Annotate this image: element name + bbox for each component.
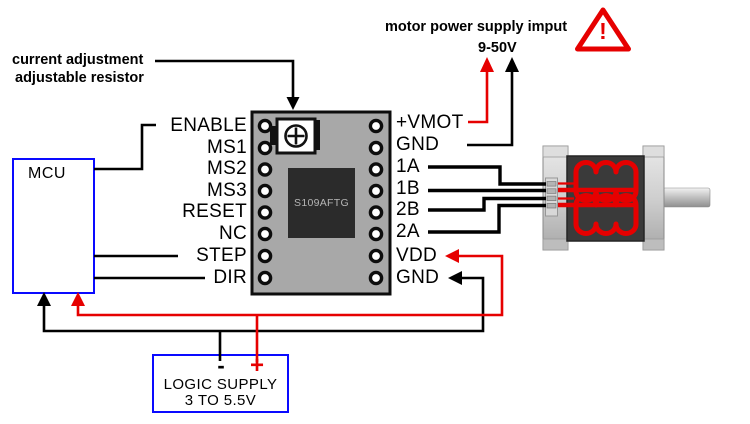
motor-shaft: [662, 187, 711, 208]
pin-label-2a: 2A: [396, 221, 420, 242]
arrow-up-black-mcu: [37, 292, 51, 306]
warning-exclamation: !: [599, 18, 607, 44]
logic-supply-name: LOGIC SUPPLY: [163, 376, 278, 393]
driver-board: [250, 110, 392, 296]
pin-label-dir: DIR: [213, 267, 247, 288]
pin-label-ms3: MS3: [207, 180, 247, 201]
wire-vmot: [468, 66, 489, 124]
arrow-left-gnd: [448, 271, 462, 285]
wire-2b: [428, 196, 546, 212]
wire-1a: [428, 165, 546, 186]
warning-triangle-icon: [575, 7, 631, 52]
mcu-label: MCU: [28, 165, 66, 182]
logic-supply-minus: -: [217, 353, 225, 378]
arrow-up-red-mcu: [71, 292, 85, 306]
wire-2a: [428, 203, 546, 234]
pin-label-gnd-bottom: GND: [396, 267, 440, 288]
pin-label-reset: RESET: [182, 201, 247, 222]
pin-label-vdd: VDD: [396, 245, 438, 266]
mcu-box: [12, 158, 95, 294]
potentiometer: [270, 117, 320, 155]
arrowheads: [37, 57, 519, 306]
power-annotation-line1: motor power supply imput: [385, 19, 568, 35]
driver-chip: [288, 168, 355, 238]
driver-chip-label: S109AFTG: [294, 197, 349, 209]
wire-gnd-top: [467, 66, 514, 147]
motor-connector-pins: [546, 181, 557, 209]
motor-right-flange: [642, 145, 665, 251]
logic-supply-voltage: 3 TO 5.5V: [184, 392, 257, 409]
arrow-up-black-supply: [505, 57, 519, 72]
wire-gnd-logic: [42, 276, 485, 333]
wire-enable: [94, 123, 156, 171]
pin-label-nc: NC: [218, 223, 247, 244]
motor-phase-wires: [428, 165, 546, 234]
pin-label-step: STEP: [196, 245, 247, 266]
pin-label-ms1: MS1: [207, 137, 247, 158]
pin-label-2b: 2B: [396, 199, 420, 220]
pot-pointer-line: [155, 59, 295, 100]
pin-label-enable: ENABLE: [170, 115, 247, 136]
logic-supply-plus: +: [249, 352, 264, 379]
black-wires: [42, 66, 546, 361]
wire-vdd-logic: [76, 254, 504, 317]
pin-label-ms2: MS2: [207, 158, 247, 179]
arrow-down-pot: [286, 97, 300, 110]
pin-label-1b: 1B: [396, 178, 420, 199]
arrow-up-red-supply: [480, 57, 494, 72]
pin-label-1a: 1A: [396, 156, 420, 177]
power-annotation-voltage: 9-50V: [478, 40, 517, 56]
pin-label-gnd-top: GND: [396, 134, 440, 155]
stepper-motor: [542, 145, 711, 251]
arrow-left-vdd: [445, 249, 459, 263]
pin-label-vmot: +VMOT: [396, 112, 464, 133]
driver-board-pins: [257, 118, 384, 286]
pot-annotation-line2: adjustable resistor: [15, 70, 144, 86]
pot-annotation-line1: current adjustment: [12, 52, 144, 68]
logic-supply-box: [152, 354, 289, 413]
red-wires: [76, 66, 504, 362]
